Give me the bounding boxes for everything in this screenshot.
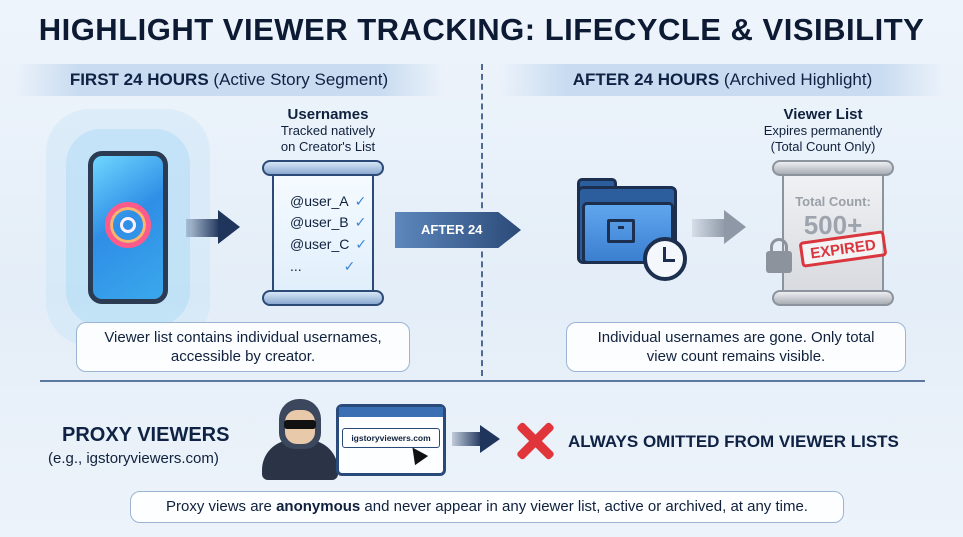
browser-titlebar: [339, 407, 443, 417]
page-title: HIGHLIGHT VIEWER TRACKING: LIFECYCLE & V…: [38, 12, 925, 47]
section-header-bold: AFTER 24 HOURS: [572, 70, 720, 89]
instagram-logo-lens-icon: [120, 217, 136, 233]
scroll-roller-top: [262, 160, 384, 176]
caption-line-2: view count remains visible.: [646, 348, 826, 365]
section-header-bold: FIRST 24 HOURS: [69, 70, 209, 89]
arrow-right-grey-icon: [692, 219, 726, 237]
section-header-after-24-hours: AFTER 24 HOURS (Archived Highlight): [500, 64, 945, 96]
after-24-hours-arrow: AFTER 24 HOURS: [395, 212, 521, 248]
proxy-caption-bold: anonymous: [276, 498, 361, 515]
proxy-caption: Proxy views are anonymous and never appe…: [130, 491, 844, 523]
usernames-note-1: Tracked natively: [280, 123, 376, 138]
username: @user_A: [290, 193, 349, 209]
clock-minute-hand: [663, 259, 675, 262]
proxy-caption-pre: Proxy views are: [166, 498, 272, 515]
scroll-roller-bottom: [262, 290, 384, 306]
caption-line-1: Viewer list contains individual username…: [104, 329, 382, 346]
total-count-label: Total Count:: [795, 194, 871, 209]
section-header-first-24-hours: FIRST 24 HOURS (Active Story Segment): [14, 64, 444, 96]
scroll-roller-bottom: [772, 290, 894, 306]
arrow-right-icon: [186, 219, 220, 237]
checkmark-icon: ✓: [354, 193, 367, 209]
browser-url-field: igstoryviewers.com: [342, 428, 440, 448]
viewer-list-note-2: (Total Count Only): [770, 139, 876, 154]
proxy-viewers-title: PROXY VIEWERS: [62, 424, 230, 446]
red-x-icon: [512, 418, 558, 464]
viewer-list-title: Viewer List: [783, 106, 863, 123]
viewer-list-label: Viewer List Expires permanently (Total C…: [748, 106, 898, 155]
username-scroll-icon: [272, 170, 374, 298]
username-row: @user_A ✓: [290, 193, 370, 210]
checkmark-icon: ✓: [355, 236, 368, 252]
instagram-logo-icon: [105, 202, 151, 248]
sunglasses-icon: [284, 420, 316, 429]
caption-line-1: Individual usernames are gone. Only tota…: [597, 329, 875, 346]
username-row: @user_B ✓: [290, 214, 370, 231]
lock-icon: [766, 251, 792, 273]
checkmark-icon: ✓: [354, 214, 367, 230]
username-row: @user_C ✓: [290, 236, 370, 253]
arrow-head-icon: [480, 425, 500, 453]
usernames-title: Usernames: [287, 106, 369, 123]
proxy-caption-post: and never appear in any viewer list, act…: [364, 498, 808, 515]
username-row: ... ✓: [290, 258, 370, 275]
archive-box-icon: [607, 219, 635, 243]
checkmark-icon: ✓: [343, 258, 356, 274]
section-header-sub: (Archived Highlight): [723, 70, 873, 89]
caption-after-24-hours: Individual usernames are gone. Only tota…: [566, 322, 906, 372]
arrow-head-icon: [218, 210, 240, 244]
section-header-sub: (Active Story Segment): [213, 70, 389, 89]
always-omitted-label: ALWAYS OMITTED FROM VIEWER LISTS: [568, 432, 899, 451]
proxy-viewers-subtitle: (e.g., igstoryviewers.com): [48, 450, 219, 467]
viewer-list-note-1: Expires permanently: [763, 123, 883, 138]
arrow-head-grey-icon: [724, 210, 746, 244]
username: @user_B: [290, 214, 349, 230]
caption-first-24-hours: Viewer list contains individual username…: [76, 322, 410, 372]
arrow-right-icon: [452, 432, 482, 446]
username: @user_C: [290, 236, 350, 252]
username: ...: [290, 258, 302, 274]
usernames-label: Usernames Tracked natively on Creator's …: [258, 106, 398, 155]
caption-line-2: accessible by creator.: [170, 348, 316, 365]
lock-shackle-icon: [770, 238, 788, 256]
scroll-roller-top: [772, 160, 894, 176]
clock-hour-hand: [663, 247, 666, 261]
usernames-note-2: on Creator's List: [280, 139, 376, 154]
horizontal-divider: [40, 380, 925, 382]
